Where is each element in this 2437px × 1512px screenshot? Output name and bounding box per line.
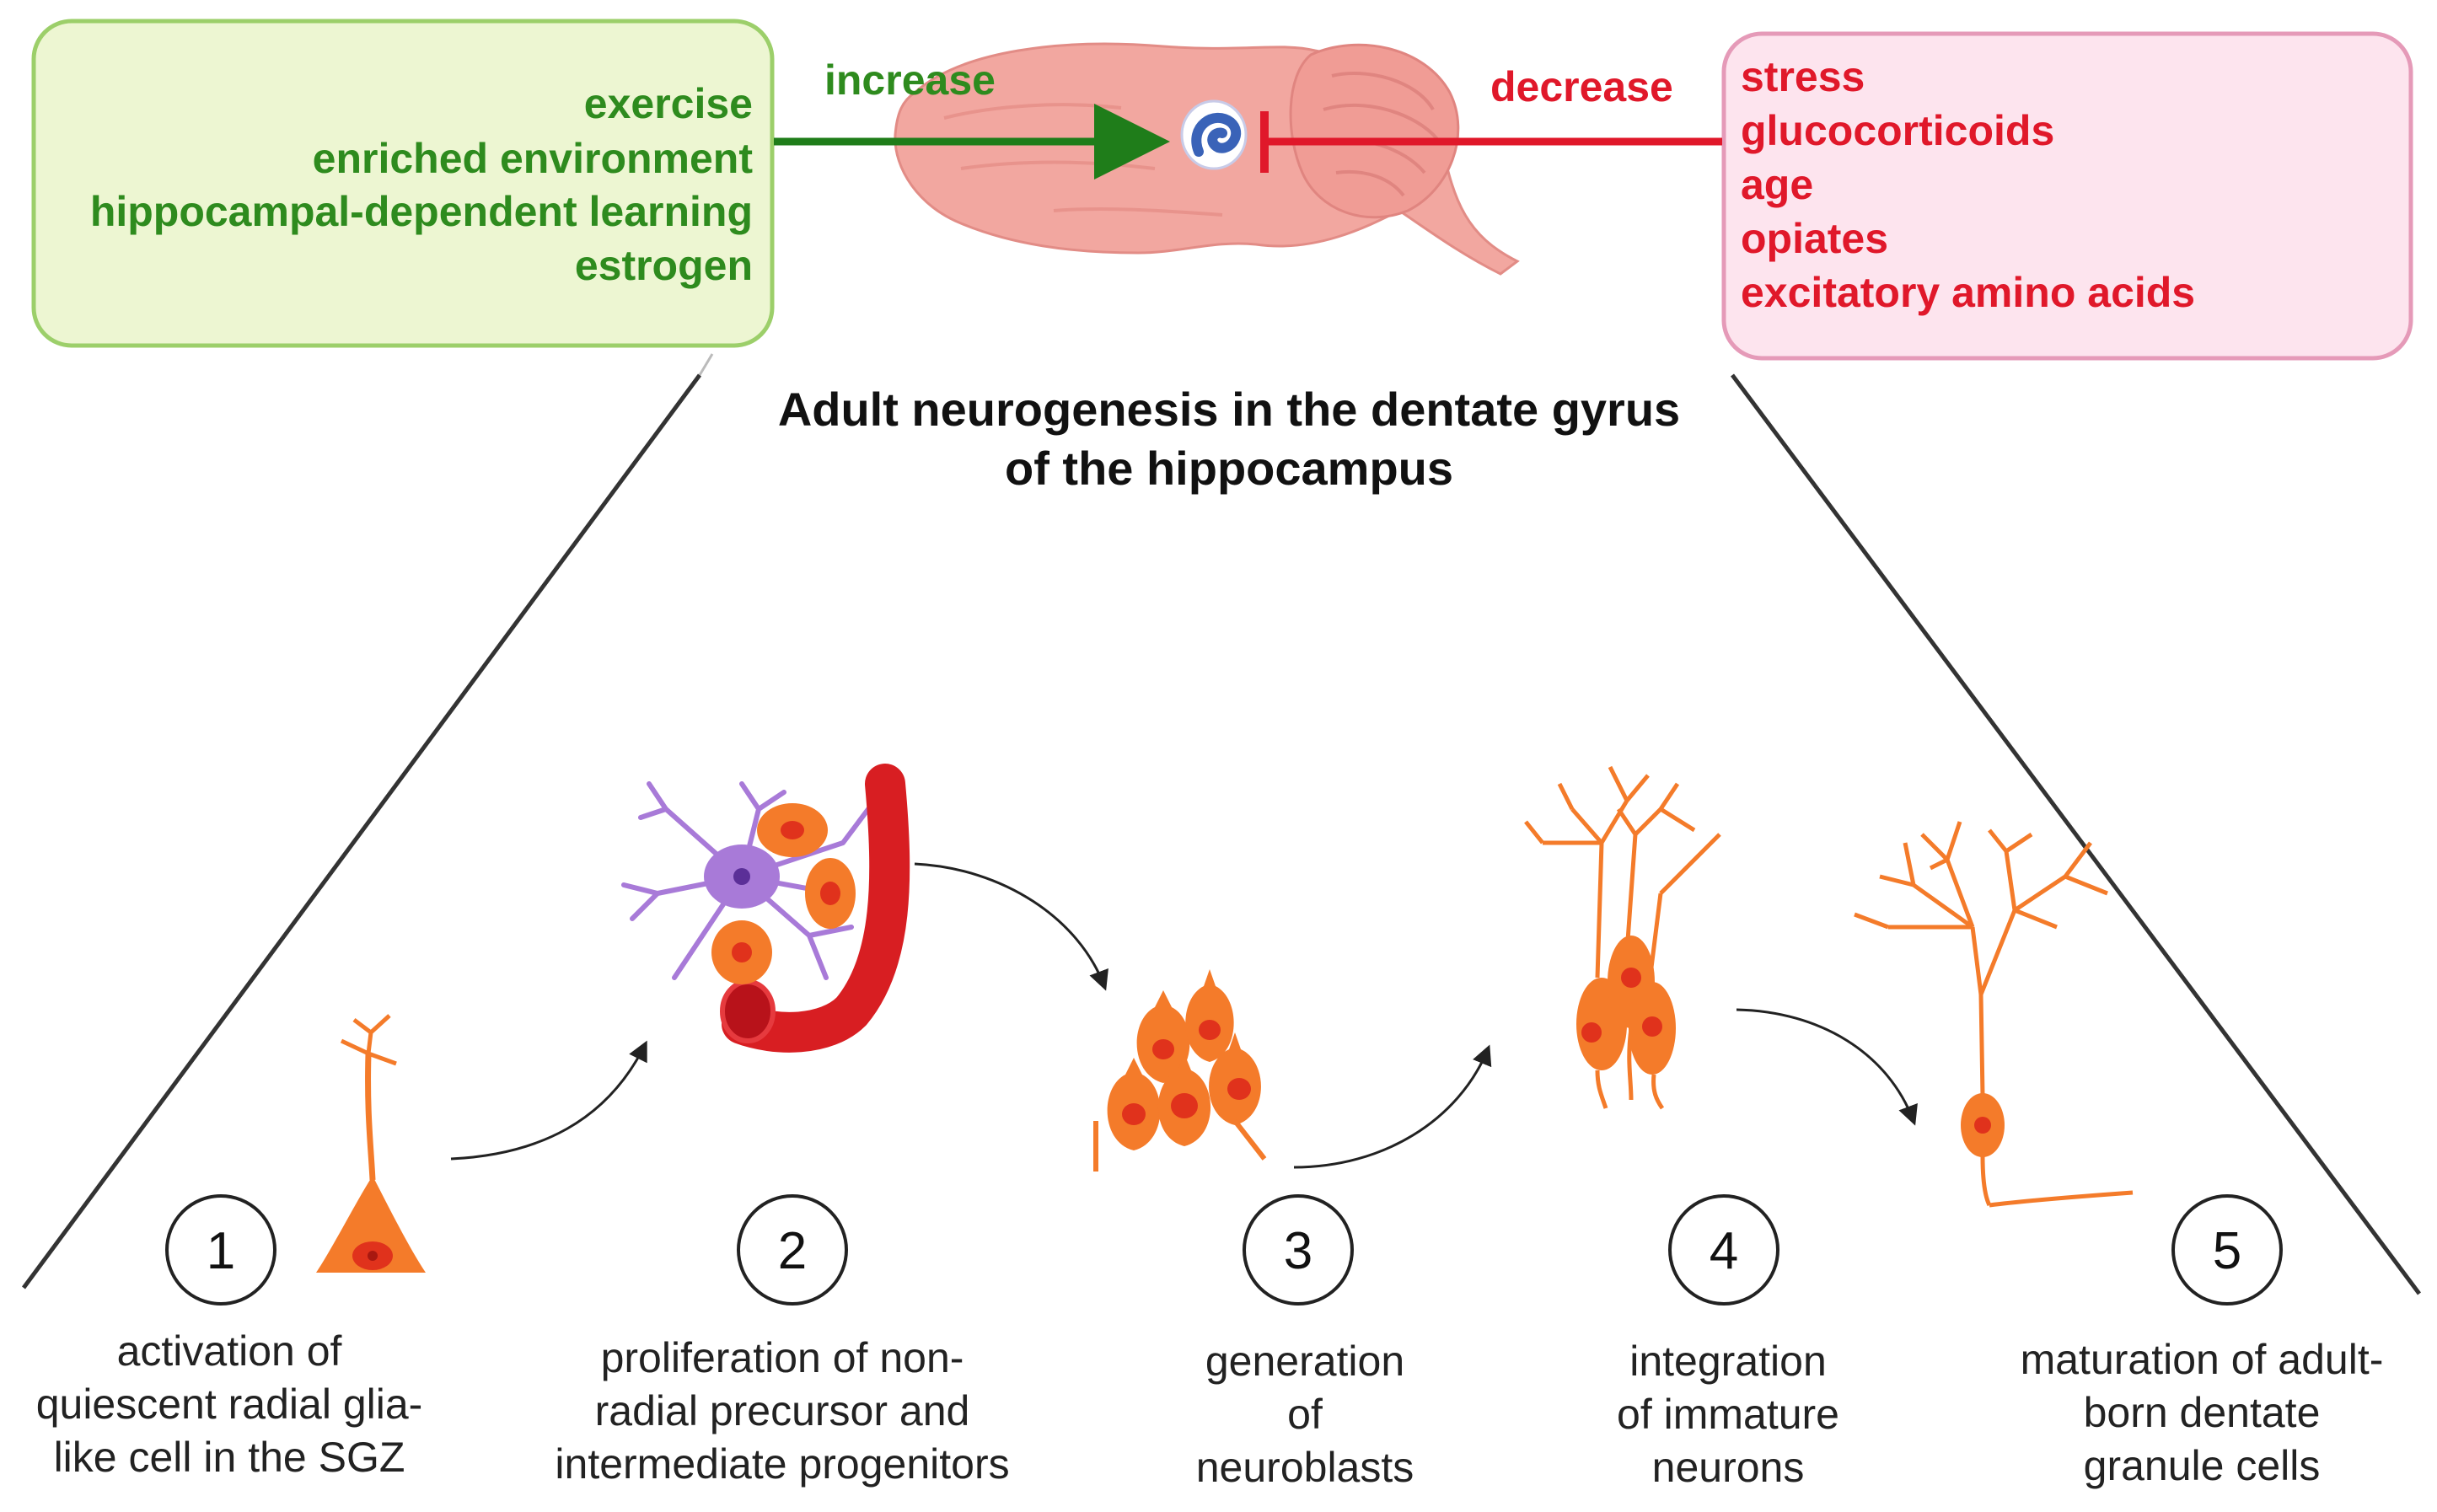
radial-glia-cell	[316, 1014, 426, 1273]
diagram-title-line-2: of the hippocampus	[1005, 442, 1453, 495]
svg-text:intermediate progenitors: intermediate progenitors	[555, 1440, 1009, 1488]
stage-number-1: 1	[165, 1194, 276, 1306]
brain-illustration	[894, 42, 1520, 276]
decrease-factor: stress	[1741, 53, 1865, 100]
stage-arrow-3-4	[1293, 1044, 1492, 1169]
stage-arrow-4-5	[1736, 1008, 1918, 1126]
progenitor-cluster	[621, 764, 910, 1053]
stage-caption-1: activation of quiescent radial glia- lik…	[36, 1327, 423, 1481]
svg-text:generation: generation	[1205, 1338, 1404, 1385]
increase-factor: enriched environment	[313, 135, 754, 182]
svg-text:1: 1	[207, 1222, 235, 1280]
svg-text:activation of: activation of	[117, 1327, 342, 1375]
svg-text:born dentate: born dentate	[2084, 1389, 2321, 1436]
increase-factor: hippocampal-dependent learning	[90, 188, 753, 235]
stage-number-2: 2	[737, 1194, 848, 1306]
decrease-factors-box: stress glucocorticoids age opiates excit…	[1721, 31, 2413, 361]
decrease-label: decrease	[1490, 63, 1673, 110]
stage-caption-5: maturation of adult- born dentate granul…	[2021, 1336, 2384, 1489]
stage-number-4: 4	[1668, 1194, 1779, 1306]
stage-caption-3: generation of neuroblasts	[1196, 1338, 1414, 1491]
svg-text:3: 3	[1284, 1222, 1312, 1280]
svg-text:integration: integration	[1629, 1338, 1827, 1385]
svg-text:neurons: neurons	[1652, 1444, 1805, 1491]
neuroblast-cluster	[1093, 969, 1267, 1172]
svg-text:5: 5	[2213, 1222, 2241, 1280]
increase-factors-box: exercise enriched environment hippocampa…	[31, 19, 775, 348]
svg-text:neuroblasts: neuroblasts	[1196, 1444, 1414, 1491]
zoom-line-left	[21, 373, 702, 1289]
stage-caption-4: integration of immature neurons	[1617, 1338, 1839, 1491]
decrease-factor: age	[1741, 161, 1813, 208]
svg-text:maturation of adult-: maturation of adult-	[2021, 1336, 2384, 1383]
svg-text:proliferation of non-: proliferation of non-	[601, 1334, 964, 1381]
decrease-factor: opiates	[1741, 215, 1888, 262]
svg-text:of immature: of immature	[1617, 1391, 1839, 1438]
stage-number-3: 3	[1243, 1194, 1354, 1306]
stage-arrow-2-3	[914, 862, 1108, 991]
svg-text:2: 2	[778, 1222, 807, 1280]
svg-text:quiescent radial glia-: quiescent radial glia-	[36, 1381, 423, 1428]
stage-arrow-1-2	[450, 1040, 647, 1161]
svg-text:of: of	[1287, 1391, 1323, 1438]
increase-factor: exercise	[584, 80, 753, 127]
decrease-factor: excitatory amino acids	[1741, 269, 2195, 316]
diagram-title-line-1: Adult neurogenesis in the dentate gyrus	[778, 383, 1680, 436]
immature-neurons	[1524, 765, 1721, 1110]
zoom-line-left-fade	[698, 353, 714, 376]
svg-text:granule cells: granule cells	[2084, 1442, 2321, 1489]
zoom-line-right	[1730, 373, 2422, 1295]
svg-text:4: 4	[1710, 1222, 1738, 1280]
granule-cell	[1854, 821, 2134, 1208]
stage-caption-2: proliferation of non- radial precursor a…	[555, 1334, 1009, 1488]
svg-text:like cell in the SGZ: like cell in the SGZ	[54, 1434, 405, 1481]
decrease-factor: glucocorticoids	[1741, 107, 2054, 154]
increase-label: increase	[824, 56, 996, 104]
svg-text:radial precursor and: radial precursor and	[595, 1387, 970, 1434]
stage-number-5: 5	[2171, 1194, 2283, 1306]
increase-factor: estrogen	[575, 242, 753, 289]
